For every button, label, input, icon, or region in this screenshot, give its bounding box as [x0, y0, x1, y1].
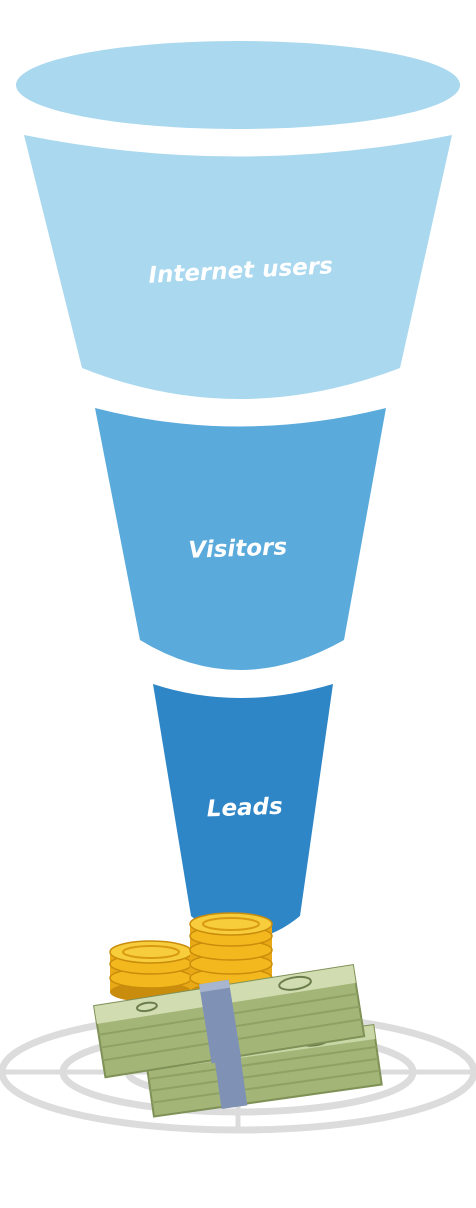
stage-label-visitors: Visitors — [188, 534, 288, 563]
funnel-stage-leads: Leads — [153, 684, 333, 939]
money-stack-icon — [93, 963, 383, 1118]
stage-label-leads: Leads — [206, 794, 283, 823]
funnel-stage-visitors: Visitors — [95, 408, 386, 670]
funnel-stage-internet-users: Internet users — [16, 41, 460, 399]
